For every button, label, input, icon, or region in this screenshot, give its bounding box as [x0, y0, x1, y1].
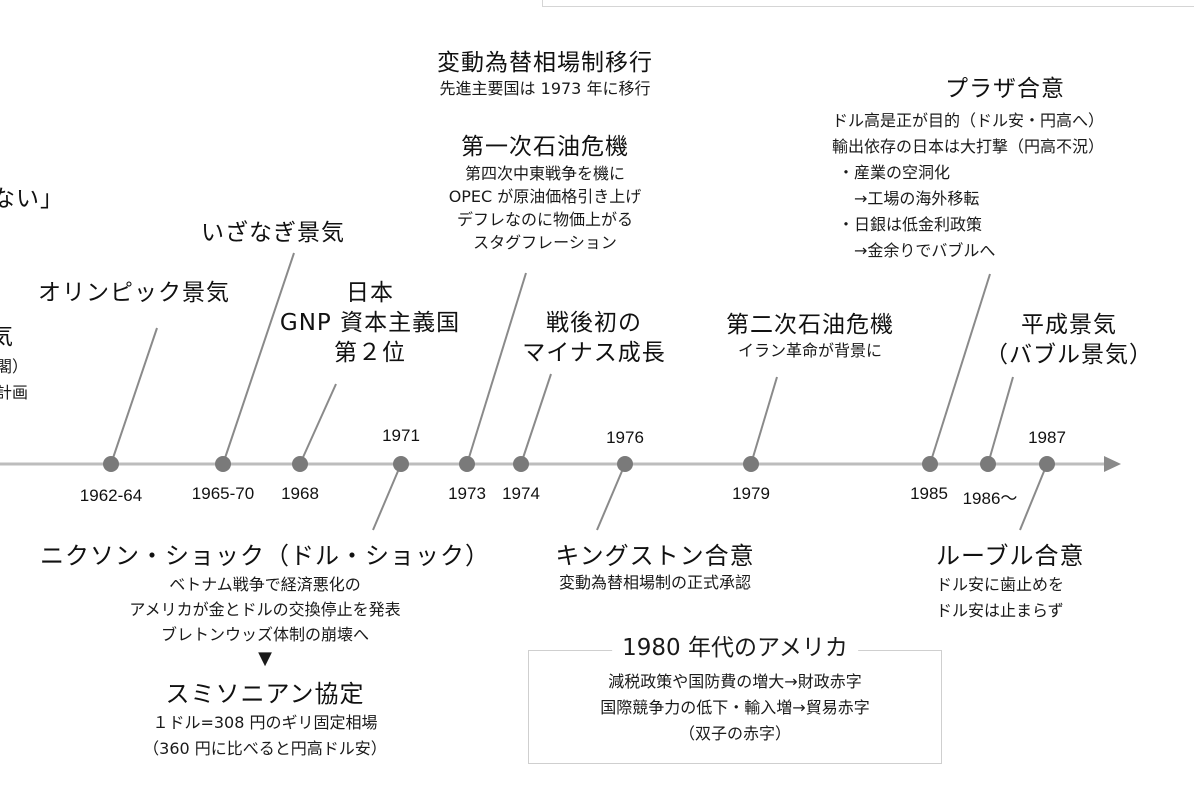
floating-title: 変動為替相場制移行: [437, 50, 653, 76]
kingston-title: キングストン合意: [555, 542, 755, 570]
plaza-line-1: ドル高是正が目的（ドル安・円高へ）: [832, 111, 1105, 130]
louvre-title: ルーブル合意: [936, 542, 1085, 570]
america-box-line-3: （双子の赤字）: [678, 724, 791, 743]
plaza-line-6: →金余りでバブルへ: [838, 241, 996, 260]
dot-1974: [513, 456, 529, 472]
smithsonian-title: スミソニアン協定: [165, 680, 365, 708]
event-kingston: キングストン合意 変動為替相場制の正式承認: [520, 540, 790, 594]
event-louvre: ルーブル合意 ドル安に歯止めを ドル安は止まらず: [936, 540, 1085, 624]
louvre-line-1: ドル安に歯止めを: [936, 575, 1065, 594]
connector-heisei: [987, 376, 1014, 465]
nixon-title: ニクソン・ショック（ドル・ショック）: [40, 542, 490, 570]
plaza-line-4: →工場の海外移転: [838, 189, 980, 208]
oil1-line-4: スタグフレーション: [473, 233, 617, 252]
kingston-note: 変動為替相場制の正式承認: [558, 573, 751, 592]
dot-1965-70: [215, 456, 231, 472]
minus-line-1: 戦後初の: [546, 310, 642, 336]
floating-note: 先進主要国は 1973 年に移行: [439, 79, 651, 98]
america-box-line-2: 国際競争力の低下・輸入増→貿易赤字: [600, 698, 870, 717]
dot-1968: [292, 456, 308, 472]
event-oil-crisis-1: 第一次石油危機 第四次中東戦争を機に OPEC が原油価格引き上げ デフレなのに…: [390, 132, 700, 254]
year-label-1968: 1968: [281, 484, 319, 503]
nixon-line-2: アメリカが金とドルの交換停止を発表: [129, 600, 401, 619]
dot-1962-64: [103, 456, 119, 472]
year-label-1979: 1979: [732, 484, 770, 503]
event-plaza-title: プラザ合意: [945, 76, 1065, 102]
gnp-line-3: 第２位: [334, 340, 406, 366]
america-box-title: 1980 年代のアメリカ: [612, 631, 858, 665]
event-plaza-details: ドル高是正が目的（ドル安・円高へ） 輸出依存の日本は大打撃（円高不況） ・産業の…: [832, 108, 1104, 264]
partial-left-quote: ない」: [0, 186, 64, 212]
oil2-note: イラン革命が背景に: [737, 341, 882, 360]
partial-left-line1: 閣）: [0, 357, 29, 376]
smithsonian-line-1: １ドル=308 円のギリ固定相場: [152, 713, 378, 732]
oil2-title: 第二次石油危機: [726, 312, 894, 338]
gnp-line-1: 日本: [346, 280, 394, 306]
event-heisei-boom: 平成景気 （バブル景気）: [984, 310, 1154, 370]
event-izanagi-boom: いざなぎ景気: [201, 220, 345, 246]
smithsonian-line-2: （360 円に比べると円高ドル安）: [143, 739, 387, 758]
partial-left-title: 気: [0, 324, 14, 350]
event-floating-rate: 変動為替相場制移行 先進主要国は 1973 年に移行: [380, 48, 710, 100]
nixon-line-1: ベトナム戦争で経済悪化の: [169, 575, 361, 594]
event-oil-crisis-2: 第二次石油危機 イラン革命が背景に: [700, 310, 920, 362]
oil1-line-2: OPEC が原油価格引き上げ: [448, 187, 642, 206]
america-1980s-box: 1980 年代のアメリカ 減税政策や国防費の増大→財政赤字 国際競争力の低下・輸…: [528, 631, 942, 764]
heisei-line-2: （バブル景気）: [985, 342, 1153, 368]
year-label-1987: 1987: [1028, 428, 1066, 447]
timeline-arrow-icon: [1104, 456, 1121, 472]
event-gnp-second: 日本 GNP 資本主義国 第２位: [270, 278, 470, 368]
connector-gnp: [299, 383, 337, 465]
heisei-line-1: 平成景気: [1021, 312, 1117, 338]
year-label-1962-64: 1962-64: [79, 486, 143, 505]
connector-minus: [520, 373, 552, 465]
connector-plaza: [929, 273, 991, 465]
dot-1973: [459, 456, 475, 472]
oil1-line-3: デフレなのに物価上がる: [456, 210, 633, 229]
plaza-line-5: ・日銀は低金利政策: [838, 215, 983, 234]
partial-left-line2: 計画: [0, 383, 29, 402]
plaza-line-3: ・産業の空洞化: [838, 163, 951, 182]
dot-1987: [1039, 456, 1055, 472]
america-box-line-1: 減税政策や国防費の増大→財政赤字: [608, 672, 862, 691]
year-label-1974: 1974: [502, 484, 540, 503]
connector-nixon: [372, 463, 402, 531]
year-label-1986: 1986～: [962, 489, 1018, 508]
oil1-title: 第一次石油危機: [461, 134, 629, 160]
dot-1985: [922, 456, 938, 472]
connector-kingston: [596, 463, 626, 531]
year-label-1985: 1985: [910, 484, 948, 503]
top-partial-box: [542, 0, 1194, 7]
year-label-1971: 1971: [382, 426, 420, 445]
oil1-line-1: 第四次中東戦争を機に: [464, 164, 625, 183]
dot-1979: [743, 456, 759, 472]
nixon-line-3: ブレトンウッズ体制の崩壊へ: [160, 625, 369, 644]
down-triangle-icon: ▼: [258, 648, 272, 669]
plaza-line-2: 輸出依存の日本は大打撃（円高不況）: [832, 137, 1105, 156]
connector-izanagi: [222, 252, 295, 465]
connector-louvre: [1019, 463, 1048, 531]
event-minus-growth: 戦後初の マイナス成長: [498, 308, 690, 368]
dot-1976: [617, 456, 633, 472]
year-label-1965-70: 1965-70: [191, 484, 255, 503]
dot-1971: [393, 456, 409, 472]
minus-line-2: マイナス成長: [522, 340, 666, 366]
gnp-line-2: GNP 資本主義国: [279, 310, 461, 336]
event-olympic-boom: オリンピック景気: [38, 280, 230, 306]
event-smithsonian: スミソニアン協定 １ドル=308 円のギリ固定相場 （360 円に比べると円高ド…: [20, 678, 510, 762]
connector-oil2: [750, 376, 778, 465]
louvre-line-2: ドル安は止まらず: [936, 601, 1064, 620]
dot-1986: [980, 456, 996, 472]
connector-olympic: [110, 327, 158, 465]
year-label-1973: 1973: [448, 484, 486, 503]
year-label-1976: 1976: [606, 428, 644, 447]
connector-oil1: [466, 272, 527, 465]
event-nixon-shock: ニクソン・ショック（ドル・ショック） ベトナム戦争で経済悪化の アメリカが金とド…: [20, 540, 510, 671]
